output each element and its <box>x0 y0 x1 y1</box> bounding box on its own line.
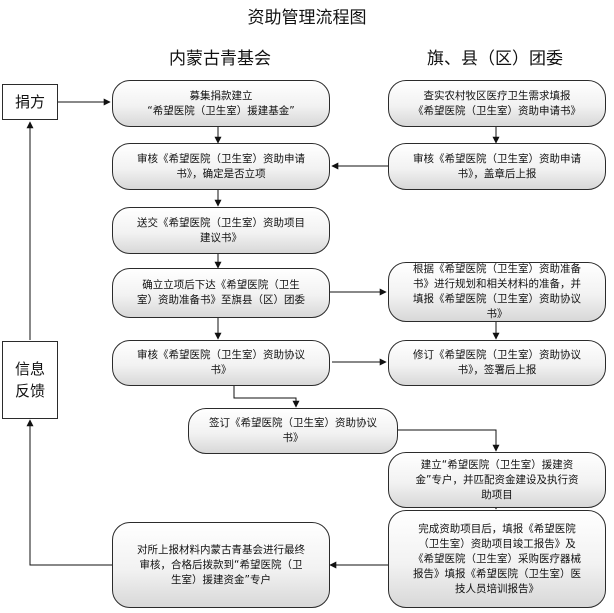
arrow-l6-to-feedback <box>26 419 112 566</box>
step-l3-send-proposal: 送交《希望医院（卫生室）资助项目 建议书》 <box>112 207 330 254</box>
arrow-c1-to-r5 <box>398 429 500 452</box>
step-l1-fund-raising: 募集捐款建立 “希望医院（卫生室）援建基金” <box>112 80 330 127</box>
feedback-box: 信息 反馈 <box>2 341 58 419</box>
column-header-left: 内蒙古青基会 <box>169 49 271 69</box>
step-l4-issue-preparation: 确立立项后下达《希望医院（卫生 室）资助准备书》至旗县（区）团委 <box>112 268 330 318</box>
step-r2-stamp-report: 审核《希望医院（卫生室）资助申请 书》，盖章后上报 <box>388 143 606 190</box>
step-r1-fill-application: 查实农村牧区医疗卫生需求填报 《希望医院（卫生室）资助申请书》 <box>388 80 606 127</box>
step-r6-completion-report: 完成资助项目后，填报《希望医院 （卫生室）资助项目竣工报告》及 《希望医院（卫生… <box>388 510 606 608</box>
step-r3-prepare-agreement: 根据《希望医院（卫生室）资助准备 书》进行规划和相关材料的准备，并 填报《希望医… <box>388 262 606 322</box>
step-l5-review-agreement: 审核《希望医院（卫生室）资助协议 书》 <box>112 340 330 386</box>
step-r4-revise-agreement: 修订《希望医院（卫生室）资助协议 书》，签署后上报 <box>388 340 606 386</box>
step-l2-review-application: 审核《希望医院（卫生室）资助申请 书》，确定是否立项 <box>112 143 330 190</box>
column-header-right: 旗、县（区）团委 <box>427 49 563 69</box>
diagram-title: 资助管理流程图 <box>247 8 367 28</box>
step-r5-open-account: 建立“希望医院（卫生室）援建资 金”专户，并匹配资金建设及执行资 助项目 <box>388 452 606 508</box>
arrow-l5-to-c1 <box>233 386 300 408</box>
donor-box: 捐方 <box>2 84 58 120</box>
step-c1-sign-agreement: 签订《希望医院（卫生室）资助协议 书》 <box>188 408 398 454</box>
step-l6-final-review: 对所上报材料内蒙古青基会进行最终 审核，合格后拨款到“希望医院（卫 生室）援建资… <box>112 522 330 608</box>
